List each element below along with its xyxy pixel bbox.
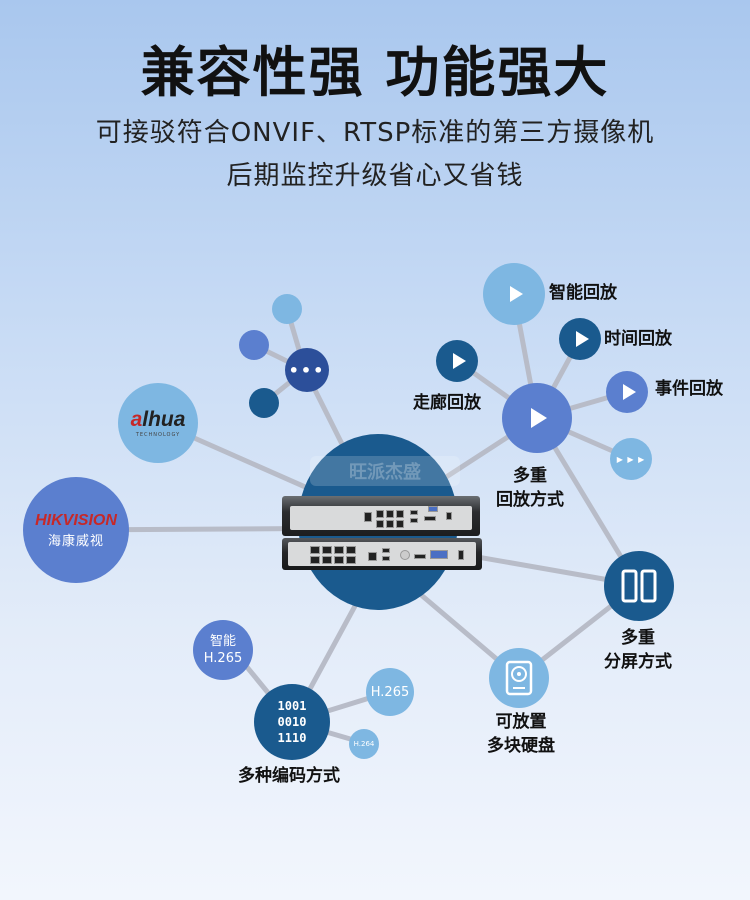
binary-line3: 1110 (277, 731, 307, 745)
bubble-dark (249, 388, 279, 418)
play-icon (509, 286, 523, 302)
play-icon (452, 353, 466, 369)
dahua-logo: alhua (130, 408, 186, 431)
bubble-light (272, 294, 302, 324)
subheadline-compat: 可接驳符合ONVIF、RTSP标准的第三方摄像机 (95, 118, 655, 148)
multi-playback-label: 多重 回放方式 (496, 466, 564, 510)
more-dots-node: ••• (285, 348, 329, 392)
nvr-device-bottom (282, 538, 482, 570)
play-icon (622, 384, 636, 400)
binary-line1: 1001 (277, 699, 307, 713)
corridor-playback-node (436, 340, 478, 382)
smart-h265-line1: 智能 (209, 634, 236, 649)
h265-node: H.265 (366, 668, 414, 716)
arrows-icon: ▶ ▶ ▶ (616, 454, 646, 464)
event-playback-node (606, 371, 648, 413)
dahua-logo-sub: TECHNOLOGY (135, 432, 181, 438)
smart-h265-line2: H.265 (203, 651, 243, 666)
hard-disk-label: 可放置 多块硬盘 (487, 712, 555, 756)
hikvision-logo: HIKVISION (35, 511, 117, 529)
binary-node: 1001 0010 1110 (254, 684, 330, 760)
bubble-mid (239, 330, 269, 360)
subheadline-upgrade: 后期监控升级省心又省钱 (226, 161, 524, 191)
play-icon (575, 331, 589, 347)
dahua-brand-node: alhua TECHNOLOGY (118, 383, 198, 463)
split-screen-icon (621, 569, 657, 603)
h265-text: H.265 (370, 684, 410, 700)
corridor-playback-label: 走廊回放 (413, 393, 481, 413)
h264-node: H.264 (349, 729, 379, 759)
smart-h265-node: 智能 H.265 (193, 620, 253, 680)
time-playback-label: 时间回放 (604, 329, 672, 349)
watermark: 旺派杰盛 (310, 456, 460, 486)
multi-playback-node (502, 383, 572, 453)
headline: 兼容性强 功能强大 (140, 41, 610, 104)
smart-playback-label: 智能回放 (549, 283, 617, 303)
hard-disk-node (489, 648, 549, 708)
binary-line2: 0010 (277, 715, 307, 729)
smart-playback-node (483, 263, 545, 325)
hikvision-brand-node: HIKVISION 海康威视 (23, 477, 129, 583)
ellipsis-icon: ••• (288, 360, 326, 380)
h264-text: H.264 (353, 740, 375, 748)
event-playback-label: 事件回放 (655, 379, 723, 399)
hard-disk-icon (505, 660, 533, 696)
split-screen-label: 多重 分屏方式 (604, 628, 672, 672)
time-playback-node (559, 318, 601, 360)
more-playback-node: ▶ ▶ ▶ (610, 438, 652, 480)
encoding-label: 多种编码方式 (238, 766, 340, 786)
play-icon (531, 408, 547, 428)
nvr-device-top (282, 496, 480, 536)
split-screen-node (604, 551, 674, 621)
hikvision-logo-cn: 海康威视 (47, 533, 104, 549)
